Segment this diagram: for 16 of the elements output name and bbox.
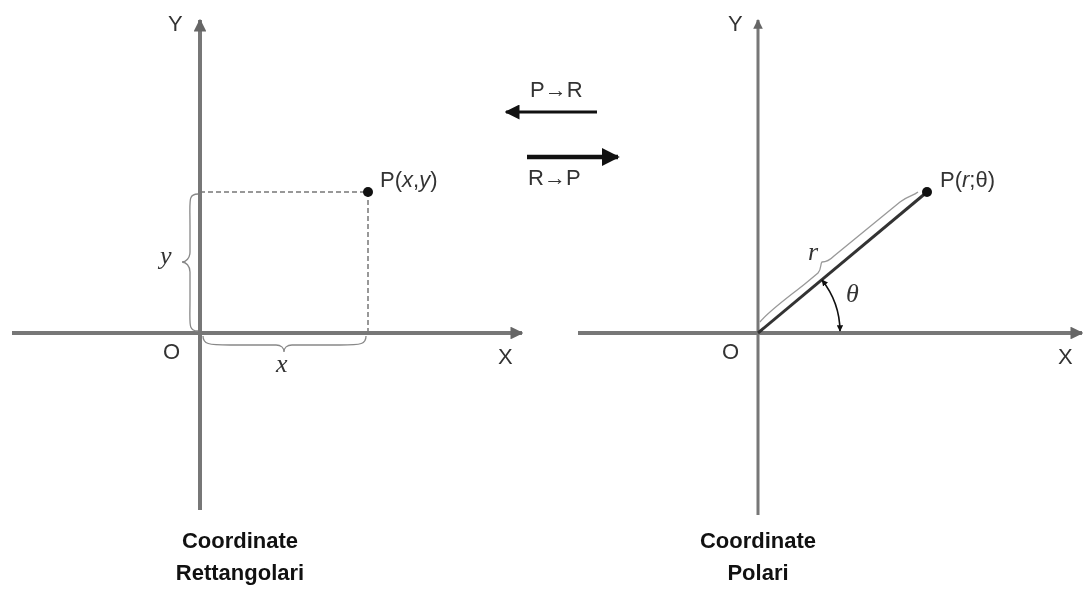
conversion-label: R→P [528,166,581,191]
panel-caption: Coordinate Polari [698,527,818,587]
angle-label: θ [846,280,859,309]
axis-label: X [1058,345,1073,370]
panel-caption: Coordinate Rettangolari [174,527,306,587]
axis-label: Y [728,12,743,37]
axis-label: X [498,345,513,370]
radius-label: r [808,238,819,267]
origin-label: O [163,340,181,365]
axis-label: Y [168,12,183,37]
conversion-label: P→R [530,78,583,103]
origin-label: O [722,340,740,365]
point-label: P(x,y) [380,168,438,193]
point-label: P(r;θ) [940,168,995,193]
dimension-label: y [160,242,172,271]
dimension-label: x [276,350,288,379]
